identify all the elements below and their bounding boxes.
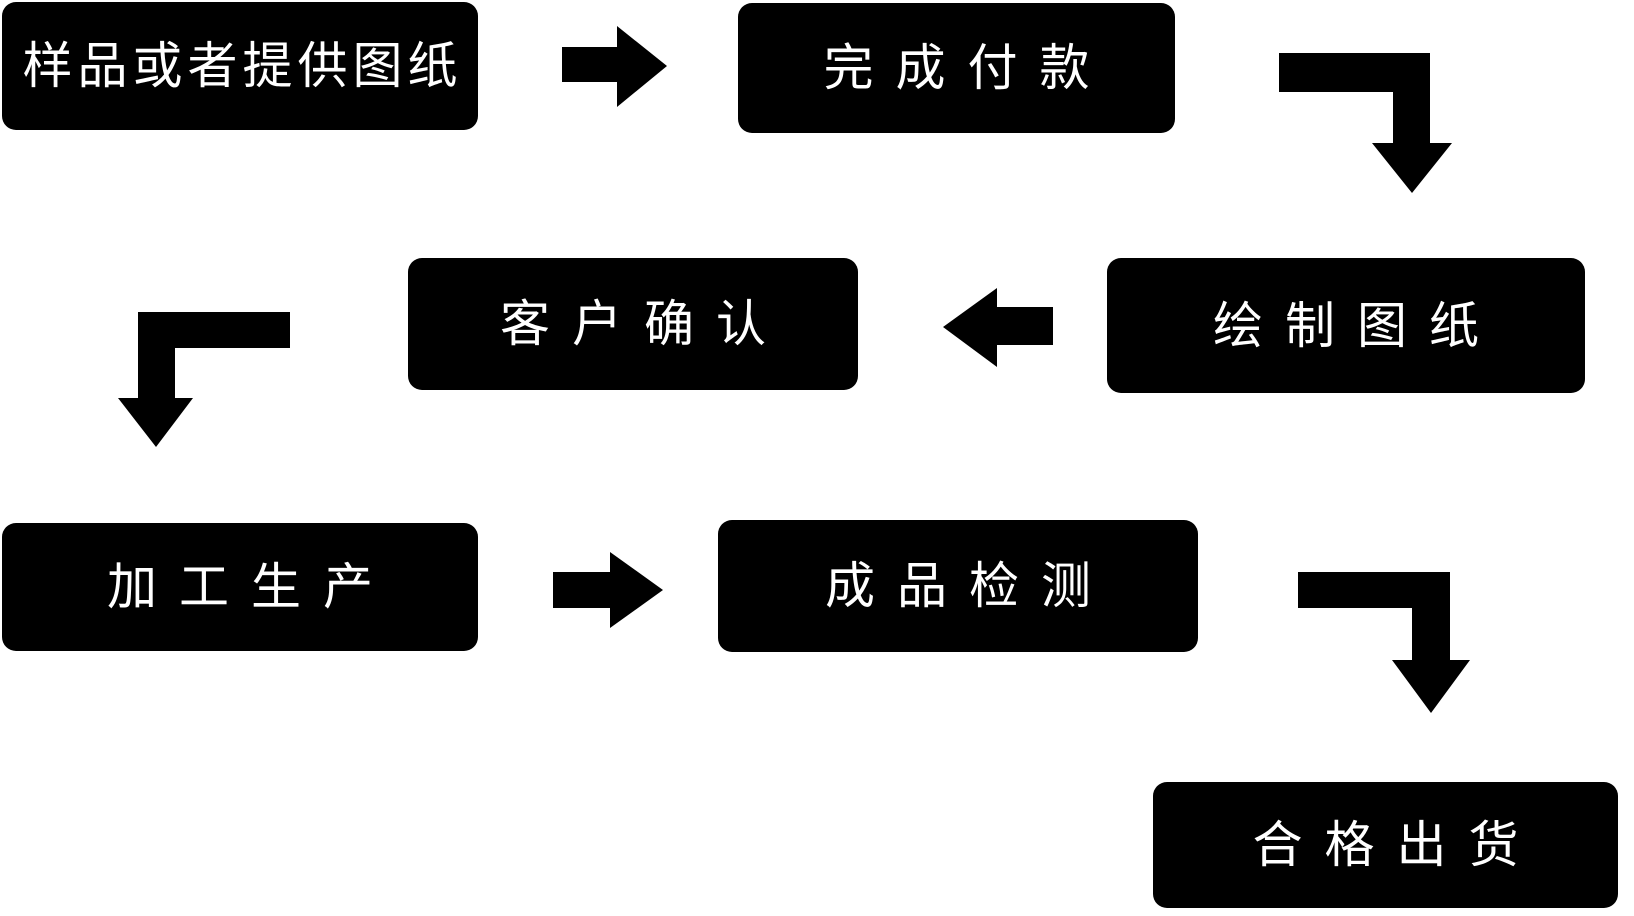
node-label-product-inspection: 成品检测 [825, 557, 1113, 615]
node-product-inspection: 成品检测 [718, 520, 1198, 652]
arrow-elbow-payment-to-draw-icon [1279, 53, 1452, 193]
node-customer-confirm: 客户确认 [408, 258, 858, 390]
node-label-sample-or-drawing: 样品或者提供图纸 [22, 37, 463, 95]
node-label-customer-confirm: 客户确认 [500, 295, 788, 353]
node-label-draw-drawings: 绘制图纸 [1213, 296, 1501, 355]
arrow-right-produce-to-inspect-icon [553, 552, 663, 628]
arrow-elbow-confirm-to-produce-icon [118, 312, 290, 447]
node-qualified-shipment: 合格出货 [1153, 782, 1618, 908]
node-sample-or-drawing: 样品或者提供图纸 [2, 2, 478, 130]
arrow-left-draw-to-confirm-icon [943, 288, 1053, 367]
arrow-elbow-inspect-to-ship-icon [1298, 572, 1470, 713]
node-label-qualified-shipment: 合格出货 [1252, 816, 1541, 874]
node-label-processing-production: 加工生产 [107, 558, 395, 616]
node-draw-drawings: 绘制图纸 [1107, 258, 1585, 393]
node-processing-production: 加工生产 [2, 523, 478, 651]
node-complete-payment: 完成付款 [738, 3, 1175, 133]
node-label-complete-payment: 完成付款 [823, 39, 1112, 97]
arrow-right-sample-to-payment-icon [562, 26, 667, 107]
